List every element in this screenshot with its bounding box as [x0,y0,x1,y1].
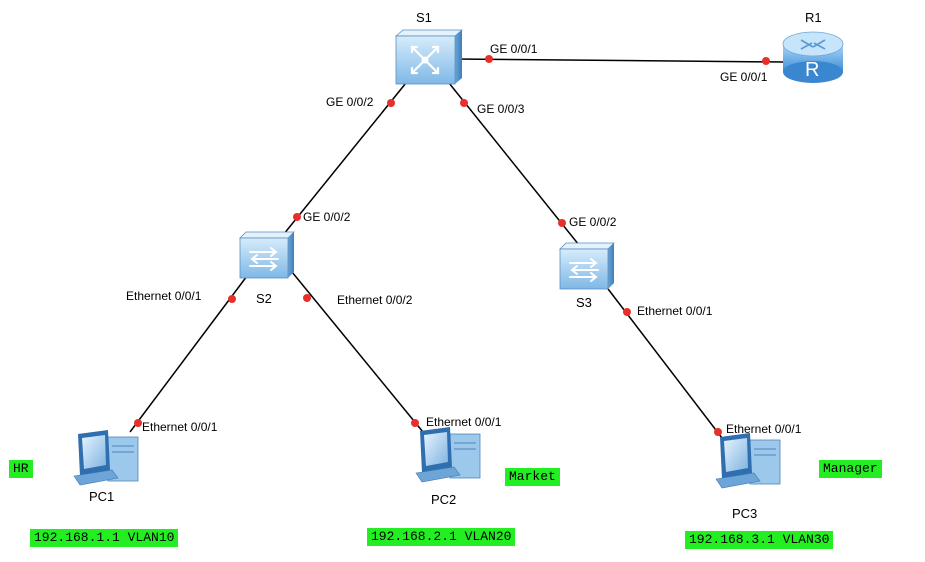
port-label-s3-pc3: Ethernet 0/0/1 [637,304,713,318]
port-dot-s1-r1 [485,55,493,63]
port-dot-s3-pc3 [623,308,631,316]
port-label-r1-s1: GE 0/0/1 [720,70,768,84]
pc-pc1[interactable] [73,430,139,486]
link-s2-pc2 [291,271,424,433]
port-dot-r1-s1 [762,57,770,65]
tag-hr: HR [9,460,33,478]
device-label-pc2: PC2 [431,492,456,507]
access-switch-s2[interactable] [239,231,295,279]
switch-arrows-icon [569,258,599,282]
tag-pc1-address: 192.168.1.1 VLAN10 [30,529,179,547]
port-dot-s3-s1 [558,219,566,227]
port-label-pc3-s3: Ethernet 0/0/1 [726,422,802,436]
tag-market: Market [505,468,560,486]
port-dot-pc3-s3 [714,428,722,436]
link-s1-r1 [454,58,784,63]
port-label-s1-r1: GE 0/0/1 [490,42,538,56]
port-label-pc2-s2: Ethernet 0/0/1 [426,415,502,429]
router-r1[interactable]: R [782,31,844,83]
port-label-pc1-s2: Ethernet 0/0/1 [142,420,218,434]
port-label-s2-s1: GE 0/0/2 [303,210,351,224]
tag-manager: Manager [819,460,882,478]
port-label-s1-s2: GE 0/0/2 [326,95,374,109]
device-label-s1: S1 [416,10,432,25]
port-dot-pc1-s2 [134,419,142,427]
access-switch-s3[interactable] [559,242,615,290]
pc-pc2[interactable] [415,427,481,483]
device-label-r1: R1 [805,10,822,25]
port-dots [134,55,770,436]
port-dot-s2-pc2 [303,294,311,302]
device-label-s2: S2 [256,291,272,306]
device-label-s3: S3 [576,295,592,310]
links [129,58,784,439]
router-arrows-icon [800,39,826,50]
tag-pc3-address: 192.168.3.1 VLAN30 [685,531,834,549]
tag-pc2-address: 192.168.2.1 VLAN20 [367,528,516,546]
core-switch-icon [410,45,440,75]
switch-arrows-icon [249,247,279,271]
port-label-s1-s3: GE 0/0/3 [477,102,525,116]
port-dot-s2-s1 [293,213,301,221]
device-label-pc3: PC3 [732,506,757,521]
pc-pc3[interactable] [715,433,781,489]
port-dot-s2-pc1 [228,295,236,303]
port-dot-s1-s3 [460,99,468,107]
core-switch-s1[interactable] [394,29,464,85]
router-glyph: R [805,59,819,81]
port-dot-pc2-s2 [411,419,419,427]
port-labels: GE 0/0/1 GE 0/0/1 GE 0/0/2 GE 0/0/3 GE 0… [126,42,802,436]
port-label-s2-pc1: Ethernet 0/0/1 [126,289,202,303]
port-dot-s1-s2 [387,99,395,107]
port-label-s2-pc2: Ethernet 0/0/2 [337,293,413,307]
device-label-pc1: PC1 [89,489,114,504]
port-label-s3-s1: GE 0/0/2 [569,215,617,229]
